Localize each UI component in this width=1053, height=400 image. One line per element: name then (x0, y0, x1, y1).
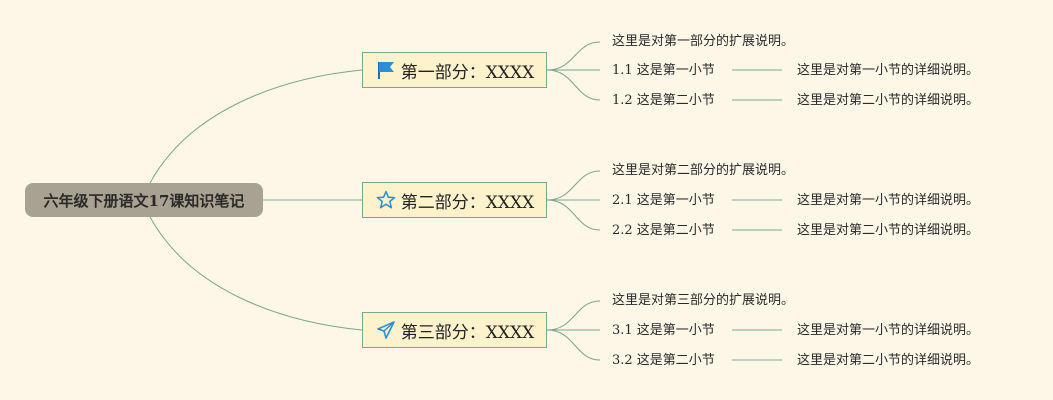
flag-icon (375, 59, 397, 81)
branch-1-section-1-detail[interactable]: 这里是对第一小节的详细说明。 (797, 63, 980, 78)
root-topic-label: 六年级下册语文17课知识笔记 (43, 191, 245, 210)
star-icon (375, 189, 397, 211)
branch-topic-2[interactable]: 第二部分：XXXX (362, 182, 547, 218)
connector-b2-s2 (546, 199, 601, 231)
connector-root-branch-1 (149, 69, 363, 184)
connector-b3-note (546, 300, 601, 331)
branch-1-note[interactable]: 这里是对第一部分的扩展说明。 (612, 34, 795, 49)
branch-2-note[interactable]: 这里是对第二部分的扩展说明。 (612, 163, 795, 178)
branch-3-note[interactable]: 这里是对第三部分的扩展说明。 (612, 293, 795, 308)
branch-topic-1[interactable]: 第一部分：XXXX (362, 52, 547, 88)
branch-3-section-2-detail[interactable]: 这里是对第二小节的详细说明。 (797, 353, 980, 368)
connector-root-branch-3 (149, 216, 363, 331)
branch-topic-1-label: 第一部分：XXXX (400, 62, 535, 83)
connector-b1-note (546, 41, 601, 71)
connector-b3-s2 (546, 329, 601, 361)
connector-b2-note (546, 170, 601, 201)
branch-2-section-2[interactable]: 2.2 这是第二小节 (612, 223, 715, 238)
root-topic[interactable]: 六年级下册语文17课知识笔记 (25, 183, 263, 217)
branch-1-section-2-detail[interactable]: 这里是对第二小节的详细说明。 (797, 93, 980, 108)
branch-1-section-2[interactable]: 1.2 这是第二小节 (612, 93, 715, 108)
connector-b1-s2 (546, 69, 601, 101)
branch-1-section-1[interactable]: 1.1 这是第一小节 (612, 63, 715, 78)
branch-3-section-1[interactable]: 3.1 这是第一小节 (612, 323, 715, 338)
branch-topic-3-label: 第三部分：XXXX (400, 322, 535, 343)
branch-3-section-1-detail[interactable]: 这里是对第一小节的详细说明。 (797, 323, 980, 338)
paper-plane-icon (375, 319, 397, 341)
branch-2-section-2-detail[interactable]: 这里是对第二小节的详细说明。 (797, 223, 980, 238)
branch-2-section-1-detail[interactable]: 这里是对第一小节的详细说明。 (797, 193, 980, 208)
branch-2-section-1[interactable]: 2.1 这是第一小节 (612, 193, 715, 208)
branch-topic-3[interactable]: 第三部分：XXXX (362, 312, 547, 348)
branch-3-section-2[interactable]: 3.2 这是第二小节 (612, 353, 715, 368)
branch-topic-2-label: 第二部分：XXXX (400, 192, 535, 213)
